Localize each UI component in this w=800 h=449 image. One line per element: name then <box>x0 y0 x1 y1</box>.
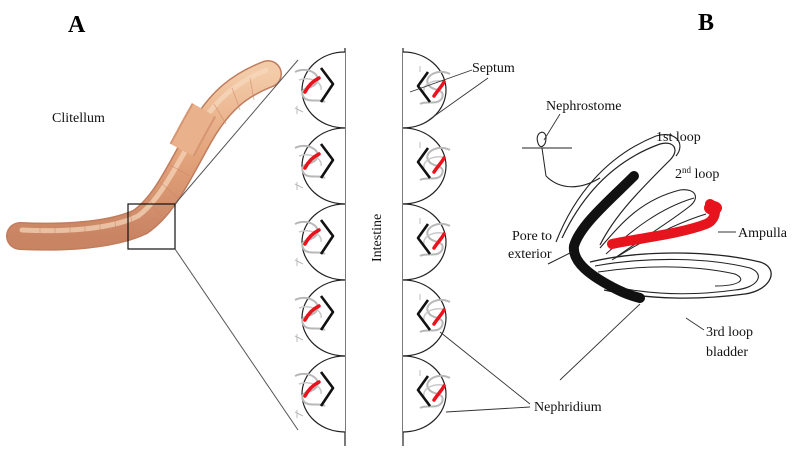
zoom-box <box>127 203 176 250</box>
label-1st-loop: 1st loop <box>656 130 701 145</box>
segment-left-5 <box>301 355 346 433</box>
nephridium-leader-2 <box>445 406 531 413</box>
label-pore-line1: Pore to <box>512 229 552 244</box>
nephridium-detail-leader <box>559 303 641 381</box>
label-clitellum: Clitellum <box>52 111 105 126</box>
label-pore-line2: exterior <box>508 247 552 262</box>
nephridium-leader-1 <box>439 331 531 405</box>
label-nephridium: Nephridium <box>534 400 602 415</box>
label-2nd-loop-word: loop <box>691 167 719 182</box>
septum-leader-2 <box>409 69 473 93</box>
label-intestine: Intestine <box>370 214 385 262</box>
right-segment-column <box>402 48 452 446</box>
segment-left-4 <box>301 279 346 357</box>
label-nephrostome: Nephrostome <box>546 99 621 114</box>
segment-left-3 <box>301 203 346 281</box>
zoom-line-bottom <box>174 248 299 431</box>
label-septum: Septum <box>472 61 515 76</box>
label-2nd-loop-suffix: nd <box>682 165 692 175</box>
nephridium-detail <box>522 131 772 303</box>
label-ampulla: Ampulla <box>738 226 788 241</box>
panel-label-b: B <box>698 10 714 36</box>
segment-left-2 <box>301 127 346 205</box>
label-3rd-loop-line1: 3rd loop <box>706 325 753 340</box>
label-2nd-loop: 2nd loop <box>675 165 719 182</box>
panel-label-a: A <box>68 12 86 38</box>
loop3-leader <box>685 317 705 331</box>
segment-left-1 <box>301 51 346 129</box>
earthworm-illustration <box>6 60 282 251</box>
septum-leader-1 <box>425 77 489 123</box>
label-3rd-loop-line2: bladder <box>706 345 748 360</box>
label-2nd-loop-number: 2 <box>675 167 682 182</box>
left-segment-column <box>293 48 346 446</box>
zoom-line-top <box>174 59 299 205</box>
nephrostome-leader <box>543 113 561 141</box>
